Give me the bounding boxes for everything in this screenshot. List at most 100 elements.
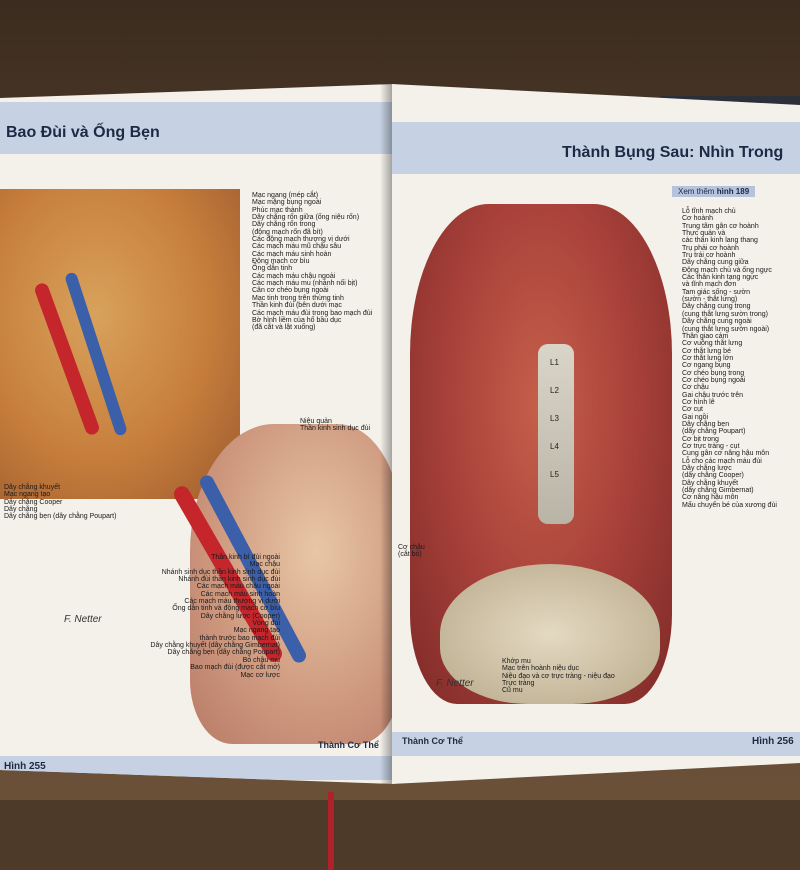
label: và tĩnh mạch đơn xyxy=(682,281,737,289)
label: Nhánh đùi thần kinh sinh dục đùi xyxy=(178,576,280,584)
left-upper-label-list: Mạc ngang (mép cắt) Mạc mặng bụng ngoài … xyxy=(252,192,372,332)
label: Vòng đùi xyxy=(252,620,280,628)
label: Cơ vuông thắt lưng xyxy=(682,340,743,348)
label: Các mạch máu chậu ngoài xyxy=(252,272,336,280)
label: Cơ chậu xyxy=(398,544,425,551)
label: Gai ngồi xyxy=(682,413,709,421)
right-figure-number: Hình 256 xyxy=(752,736,794,747)
label: Dây chằng xyxy=(4,506,38,514)
label: Các mạch máu mu (nhánh nối bịt) xyxy=(252,280,358,288)
artist-signature: F. Netter xyxy=(64,614,102,625)
label: Lỗ tĩnh mạch chủ xyxy=(682,208,736,215)
label: Dây chằng rốn trong xyxy=(252,221,316,229)
left-side-label-list: Dây chằng khuyết Mạc ngang tạo Dây chằng… xyxy=(4,484,116,521)
label: Cơ hoành xyxy=(682,215,714,223)
label: Dây chằng cung trong xyxy=(682,303,751,311)
left-lower-label-list: Thần kinh bì đùi ngoài Mạc chậu Nhánh si… xyxy=(80,554,280,679)
label: Cơ hình lê xyxy=(682,398,715,406)
label: Mạc trên hoành niệu dục xyxy=(502,665,580,673)
label: Thực quản và xyxy=(682,230,726,238)
vertebra-label: L2 xyxy=(550,386,559,395)
label: (dây chằng Cooper) xyxy=(682,472,744,480)
label: Cơ thắt lưng lớn xyxy=(682,354,734,362)
label: Cơ bịt trong xyxy=(682,435,719,443)
label: Dây chằng lược xyxy=(682,465,732,473)
see-also-figure-ref: hình 189 xyxy=(716,187,750,196)
label: Ống dẫn tinh xyxy=(252,265,293,273)
label: (dây chằng Poupart) xyxy=(682,428,746,436)
label: Nhánh sinh dục thần kinh sinh dục đùi xyxy=(161,568,280,576)
label: Dây chằng bẹn (dây chằng Poupart) xyxy=(4,513,117,521)
red-ribbon-bookmark xyxy=(328,792,334,870)
lumbar-spine xyxy=(538,344,574,524)
label: Niệu đạo và cơ trực tràng - niệu đạo xyxy=(502,672,615,680)
label: Cân cơ chéo bụng ngoài xyxy=(252,287,329,295)
artist-signature: F. Netter xyxy=(436,678,474,689)
label: Trụ phải cơ hoành xyxy=(682,244,739,252)
label: Dây chằng khuyết xyxy=(682,479,739,487)
right-section-label: Thành Cơ Thể xyxy=(402,736,463,746)
label: Bó chậu mu xyxy=(242,656,280,664)
left-figure-number: Hình 255 xyxy=(4,761,46,772)
label: Dây chằng khuyết (dây chằng Gimbernat) xyxy=(150,642,280,650)
label: Dây chằng bẹn (dây chằng Poupart) xyxy=(167,649,280,657)
label: Cơ chéo bụng ngoài xyxy=(682,376,746,384)
label: (cung thắt lưng sườn ngoài) xyxy=(682,325,770,333)
left-footer-band xyxy=(0,756,394,780)
label: Trụ trái cơ hoành xyxy=(682,252,736,260)
label: Cơ trực tràng - cụt xyxy=(682,443,740,450)
label: Cơ chậu xyxy=(682,384,709,392)
label: Dây chằng cung ngoài xyxy=(682,318,752,326)
label: Thần kinh bì đùi ngoài xyxy=(211,554,280,561)
label: Cơ thắt lưng bé xyxy=(682,347,731,355)
label: Khớp mu xyxy=(502,658,531,665)
label: Bờ hình liềm của hố bầu dục xyxy=(252,316,342,324)
label: các thân kinh lang thang xyxy=(682,237,758,245)
label: Gai chậu trước trên xyxy=(682,391,744,399)
label: (sườn - thắt lưng) xyxy=(682,296,738,304)
label: Dây chằng cung giữa xyxy=(682,259,749,267)
label: (động mạch rốn đã bít) xyxy=(252,228,323,236)
label: Mạc mặng bụng ngoài xyxy=(252,199,322,207)
femoral-sheath-illustration xyxy=(0,189,240,499)
label: Thần kinh sinh dục đùi xyxy=(300,425,371,433)
vein-vessel xyxy=(64,271,128,437)
right-page-title: Thành Bụng Sau: Nhìn Trong xyxy=(562,144,784,161)
label: Niệu quản xyxy=(300,418,332,425)
label: Các mạch máu đùi trong bao mạch đùi xyxy=(252,309,373,317)
label: Bao mạch đùi (được cắt mở) xyxy=(190,664,280,672)
label: Cơ chéo bụng trong xyxy=(682,369,745,377)
pelvis-bone xyxy=(440,564,660,704)
label: Các thân kinh tạng ngực xyxy=(682,274,759,282)
left-lower-top-label-list: Niệu quản Thần kinh sinh dục đùi xyxy=(300,418,370,433)
label: Mạc tinh trong trên thừng tinh xyxy=(252,294,344,302)
label: (đã cắt và lật xuống) xyxy=(252,324,316,332)
label: Mạc chậu xyxy=(249,561,280,569)
label: Mạc ngang tạo xyxy=(233,627,280,635)
vertebra-label: L4 xyxy=(550,442,559,451)
vertebra-label: L3 xyxy=(550,414,559,423)
label: Các mạch máu thượng vị dưới xyxy=(184,598,280,606)
label: Cũ mu xyxy=(502,687,523,695)
label: Mạc cơ lược xyxy=(240,671,280,679)
right-footer-band xyxy=(392,732,800,756)
left-page: Bao Đùi và Ống Bẹn Mạc ngang (mép cắt) M… xyxy=(0,84,394,784)
label: (cắt bỏ) xyxy=(398,551,422,559)
open-book: Bao Đùi và Ống Bẹn Mạc ngang (mép cắt) M… xyxy=(0,70,800,870)
label: Các mạch máu mũ chậu sâu xyxy=(252,243,342,251)
label: Ống dẫn tinh và động mạch cơ bìu xyxy=(172,605,280,613)
label: Mạc ngang tạo xyxy=(4,491,51,499)
vertebra-label: L1 xyxy=(550,358,559,367)
label: Các mạch máu sinh hoàn xyxy=(252,250,332,258)
label: thành trước bao mạch đùi xyxy=(199,634,281,642)
label: Các động mạch thượng vị dưới xyxy=(252,236,350,244)
posterior-abdominal-wall-illustration xyxy=(410,204,672,704)
label: Lỗ cho các mạch máu đùi xyxy=(682,457,762,465)
label: Động mạch cơ bìu xyxy=(252,258,310,266)
vertebra-label: L5 xyxy=(550,470,559,479)
right-label-list: Lỗ tĩnh mạch chủ Cơ hoành Trung tâm gân … xyxy=(682,208,777,509)
right-header-band xyxy=(392,122,800,174)
label: Trung tâm gân cơ hoành xyxy=(682,222,759,230)
label: Thần kinh đùi (bên dưới mạc xyxy=(252,302,342,310)
inguinal-region-illustration xyxy=(171,424,394,744)
